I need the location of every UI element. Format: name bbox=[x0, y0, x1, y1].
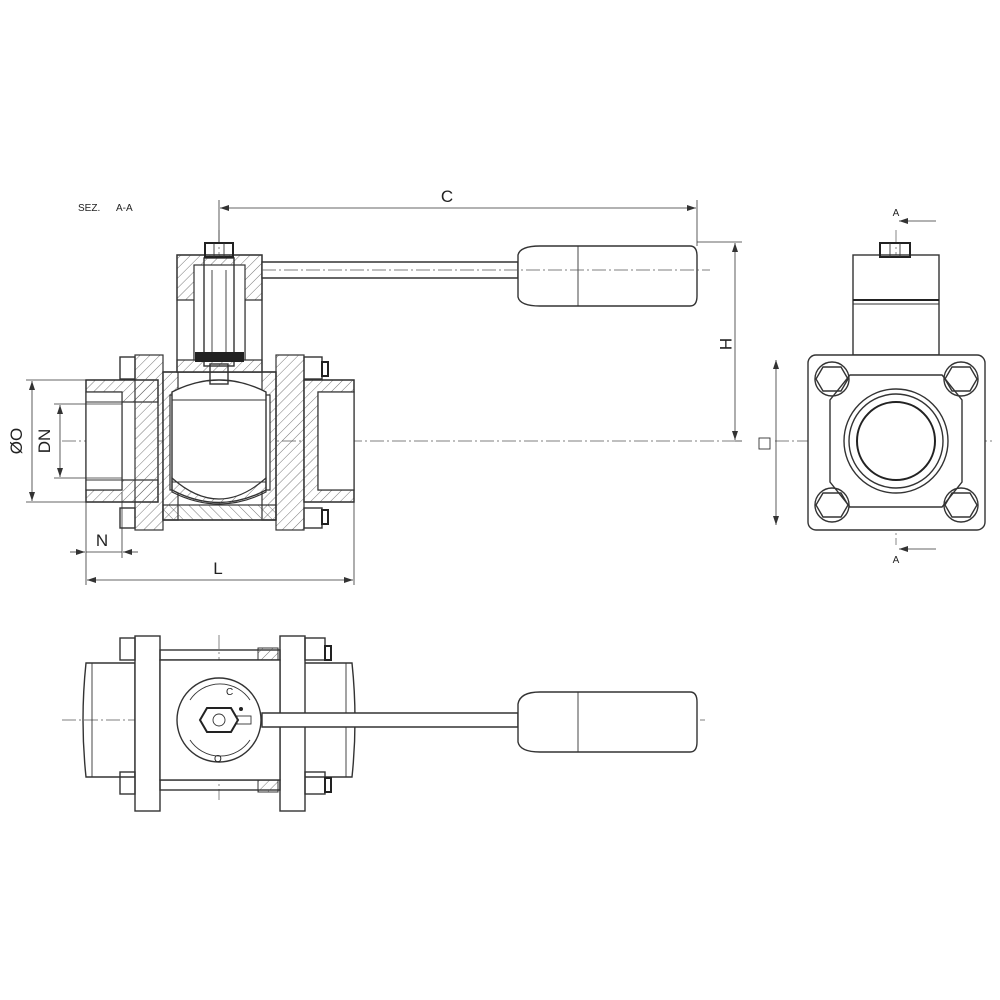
right-flange bbox=[275, 354, 329, 531]
section-arrow-bottom-label: A bbox=[893, 555, 900, 566]
bolt-bottom-right bbox=[943, 487, 979, 523]
stem-bonnet bbox=[176, 254, 263, 385]
bolt-top-right bbox=[943, 361, 979, 397]
dim-c-label: C bbox=[441, 187, 453, 206]
top-handle-lever bbox=[261, 712, 519, 728]
bolt-bottom-left bbox=[814, 487, 850, 523]
side-flange-plate bbox=[807, 354, 986, 531]
dimensions: C H ØO DN N L bbox=[7, 187, 742, 585]
stem-nut bbox=[204, 242, 234, 258]
section-name: A-A bbox=[116, 203, 133, 214]
top-handle-grip bbox=[517, 691, 698, 753]
section-arrow-top-label: A bbox=[893, 208, 900, 219]
handle-lever bbox=[261, 245, 710, 307]
dim-n-label: N bbox=[96, 531, 108, 550]
close-mark: O bbox=[214, 754, 222, 765]
logo-mark-icon bbox=[236, 715, 252, 725]
section-title: SEZ. A-A bbox=[78, 203, 133, 214]
dim-od-label: ØO bbox=[7, 428, 26, 454]
top-view: C O bbox=[62, 635, 705, 812]
dim-h-label: H bbox=[716, 338, 735, 350]
front-section-view bbox=[62, 230, 735, 531]
bolt-top-left bbox=[814, 361, 850, 397]
side-view: A A bbox=[758, 208, 995, 566]
section-label: SEZ. bbox=[78, 203, 100, 214]
open-mark: C bbox=[226, 687, 233, 698]
dim-l-label: L bbox=[213, 559, 222, 578]
dim-dn-label: DN bbox=[35, 429, 54, 454]
side-bonnet bbox=[852, 254, 940, 356]
ball bbox=[171, 379, 267, 505]
right-end-connector bbox=[303, 379, 355, 503]
